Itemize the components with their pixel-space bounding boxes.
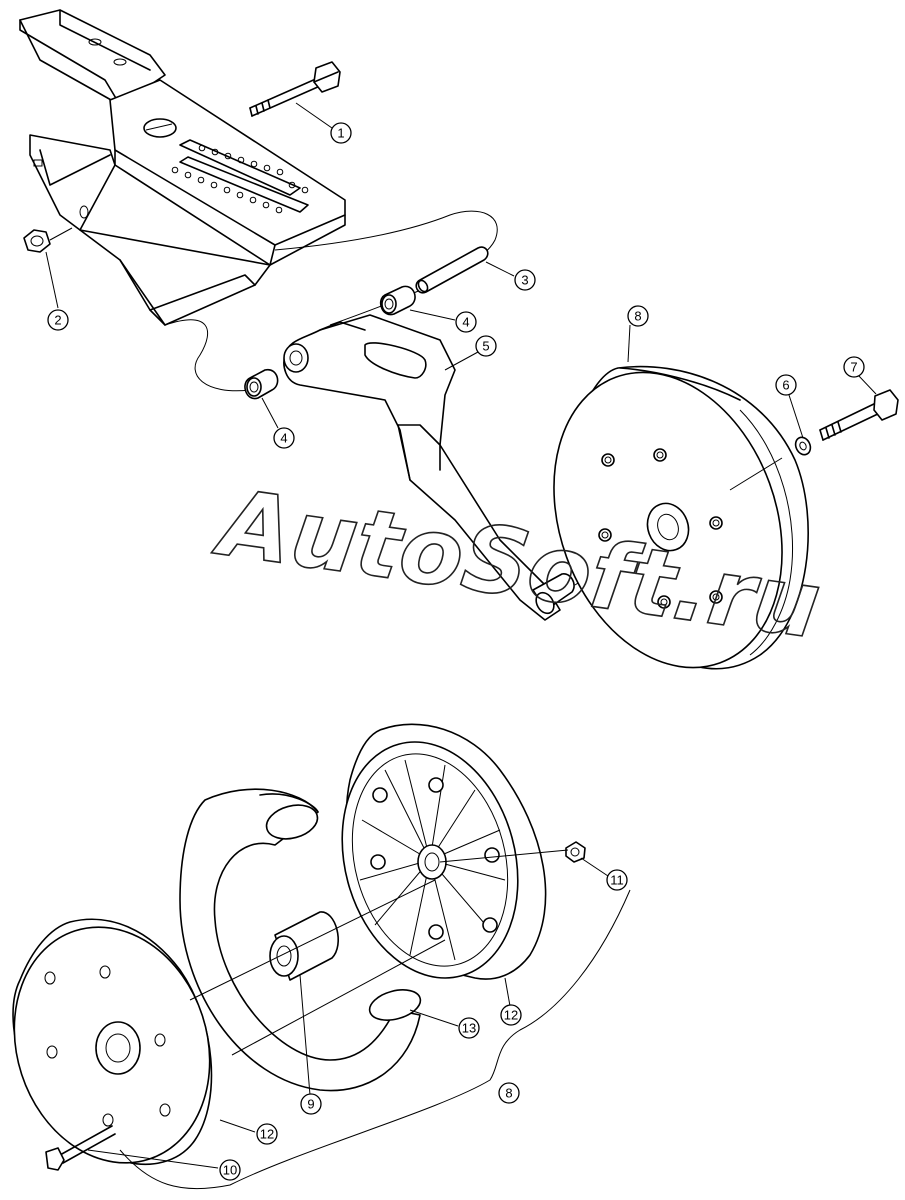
callout-label: 7 [850,360,857,375]
nut-2 [23,227,73,253]
callout-11: 11 [606,869,628,891]
bracket-holes [171,144,309,214]
bolt-1 [249,61,341,117]
leader-lines [45,102,877,1169]
tire-13 [179,788,422,1092]
callout-8-upper: 8 [627,305,649,327]
callout-2: 2 [47,309,69,331]
wheel-8-bolt-holes [598,448,723,609]
arm-5 [283,314,575,621]
callout-12-left: 12 [256,1123,278,1145]
bushing-phantom-outline [164,319,251,392]
callout-label: 9 [307,1097,314,1112]
callout-12-right: 12 [500,1004,522,1026]
pin-3 [415,246,489,294]
rim-12-left [12,918,213,1166]
callout-label: 6 [782,378,789,393]
callout-label: 4 [280,431,287,446]
rim-12-right-studs [370,777,500,940]
bolt-10 [45,1125,116,1171]
callout-10: 10 [219,1159,241,1181]
callout-label: 8 [505,1086,512,1101]
callout-label: 8 [634,309,641,324]
callout-label: 3 [521,273,528,288]
callout-3: 3 [514,269,536,291]
callout-9: 9 [300,1093,322,1115]
bushing-4-upper [379,285,416,316]
callout-7: 7 [843,356,865,378]
frame-side-plate [29,134,271,326]
nut-11 [565,841,586,863]
lower-axis-lines [189,849,569,1056]
callout-1: 1 [330,122,352,144]
callout-4-upper: 4 [455,311,477,333]
wheel-8-upper [553,365,809,670]
callout-label: 2 [54,313,61,328]
callout-label: 13 [462,1021,476,1036]
bolt-7 [819,389,899,441]
callout-4-lower: 4 [273,427,295,449]
callout-label: 10 [223,1163,237,1178]
callout-8-lower: 8 [498,1082,520,1104]
callout-6: 6 [775,374,797,396]
assembly-8-phantom [119,889,631,1190]
bushing-4-lower [244,368,279,400]
callout-label: 4 [462,315,469,330]
callout-label: 12 [260,1127,274,1142]
callout-label: 5 [482,339,489,354]
bushing-9 [269,911,340,981]
callout-label: 1 [337,126,344,141]
frame-beam [19,9,346,266]
rim-12-right [341,723,547,980]
washer-6 [729,436,812,491]
callout-5: 5 [475,335,497,357]
callout-label: 12 [504,1008,518,1023]
callout-13: 13 [458,1017,480,1039]
callout-label: 11 [610,873,624,888]
